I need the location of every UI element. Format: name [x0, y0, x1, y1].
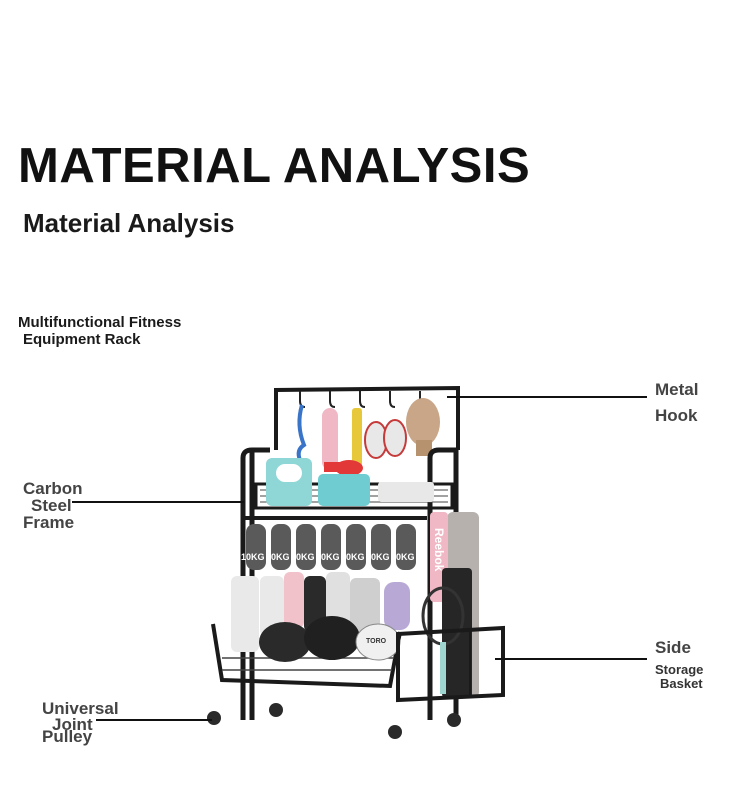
racket [421, 586, 465, 694]
dumbbell-label: 10KG [366, 552, 390, 562]
hanging-items [296, 398, 440, 476]
side-basket [396, 625, 505, 703]
dumbbell-labels: 10KG 10KG 10KG 10KG 10KG 10KG 10KG [240, 552, 430, 564]
hook-frame [274, 385, 460, 450]
pulley-leader [96, 719, 212, 721]
ball-brand: TORO [366, 638, 387, 645]
dumbbell-label: 10KG [241, 552, 265, 562]
dumbbell-label: 10KG [266, 552, 290, 562]
dumbbell-label: 10KG [291, 552, 315, 562]
callout-pulley-line3: Pulley [42, 727, 93, 746]
page-subtitle: Material Analysis [23, 208, 235, 238]
metal-hook-leader [447, 396, 647, 398]
callout-pulley-line1: Universal [42, 699, 119, 718]
yoga-mat-brand: Reebok [432, 528, 446, 572]
callout-metal-hook-line1: Metal [655, 380, 699, 399]
callout-pulley-line2: Joint [52, 715, 93, 734]
dumbbell-rack [242, 516, 427, 570]
callout-carbon-steel-frame: Carbon Steel Frame [23, 479, 83, 532]
callout-frame-line3: Frame [23, 513, 75, 532]
dumbbell-label: 10KG [341, 552, 365, 562]
callout-side-line1: Side [655, 638, 691, 657]
product-name-line1: Multifunctional Fitness [18, 314, 182, 331]
top-basket [254, 458, 454, 510]
product-name-line2: Equipment Rack [23, 331, 141, 348]
callout-metal-hook: Metal Hook [655, 377, 698, 429]
callout-frame-line2: Steel [31, 496, 72, 515]
hook-icons [299, 391, 426, 408]
bottom-basket [211, 616, 402, 689]
callout-side-line3: Basket [660, 676, 703, 691]
wheels [207, 703, 461, 739]
callout-universal-joint-pulley: Universal Joint Pulley [42, 699, 119, 746]
callout-frame-line1: Carbon [23, 479, 83, 498]
dumbbell-label: 10KG [391, 552, 415, 562]
dumbbell-label: 10KG [316, 552, 340, 562]
side-basket-leader [495, 658, 647, 660]
callout-metal-hook-line2: Hook [655, 406, 698, 425]
callout-side-storage-basket: Side Storage Basket [655, 638, 703, 691]
frame-leader [72, 501, 244, 503]
page-title: MATERIAL ANALYSIS [18, 139, 531, 193]
product-name: Multifunctional Fitness Equipment Rack [18, 314, 181, 348]
callout-side-line2: Storage [655, 662, 704, 677]
